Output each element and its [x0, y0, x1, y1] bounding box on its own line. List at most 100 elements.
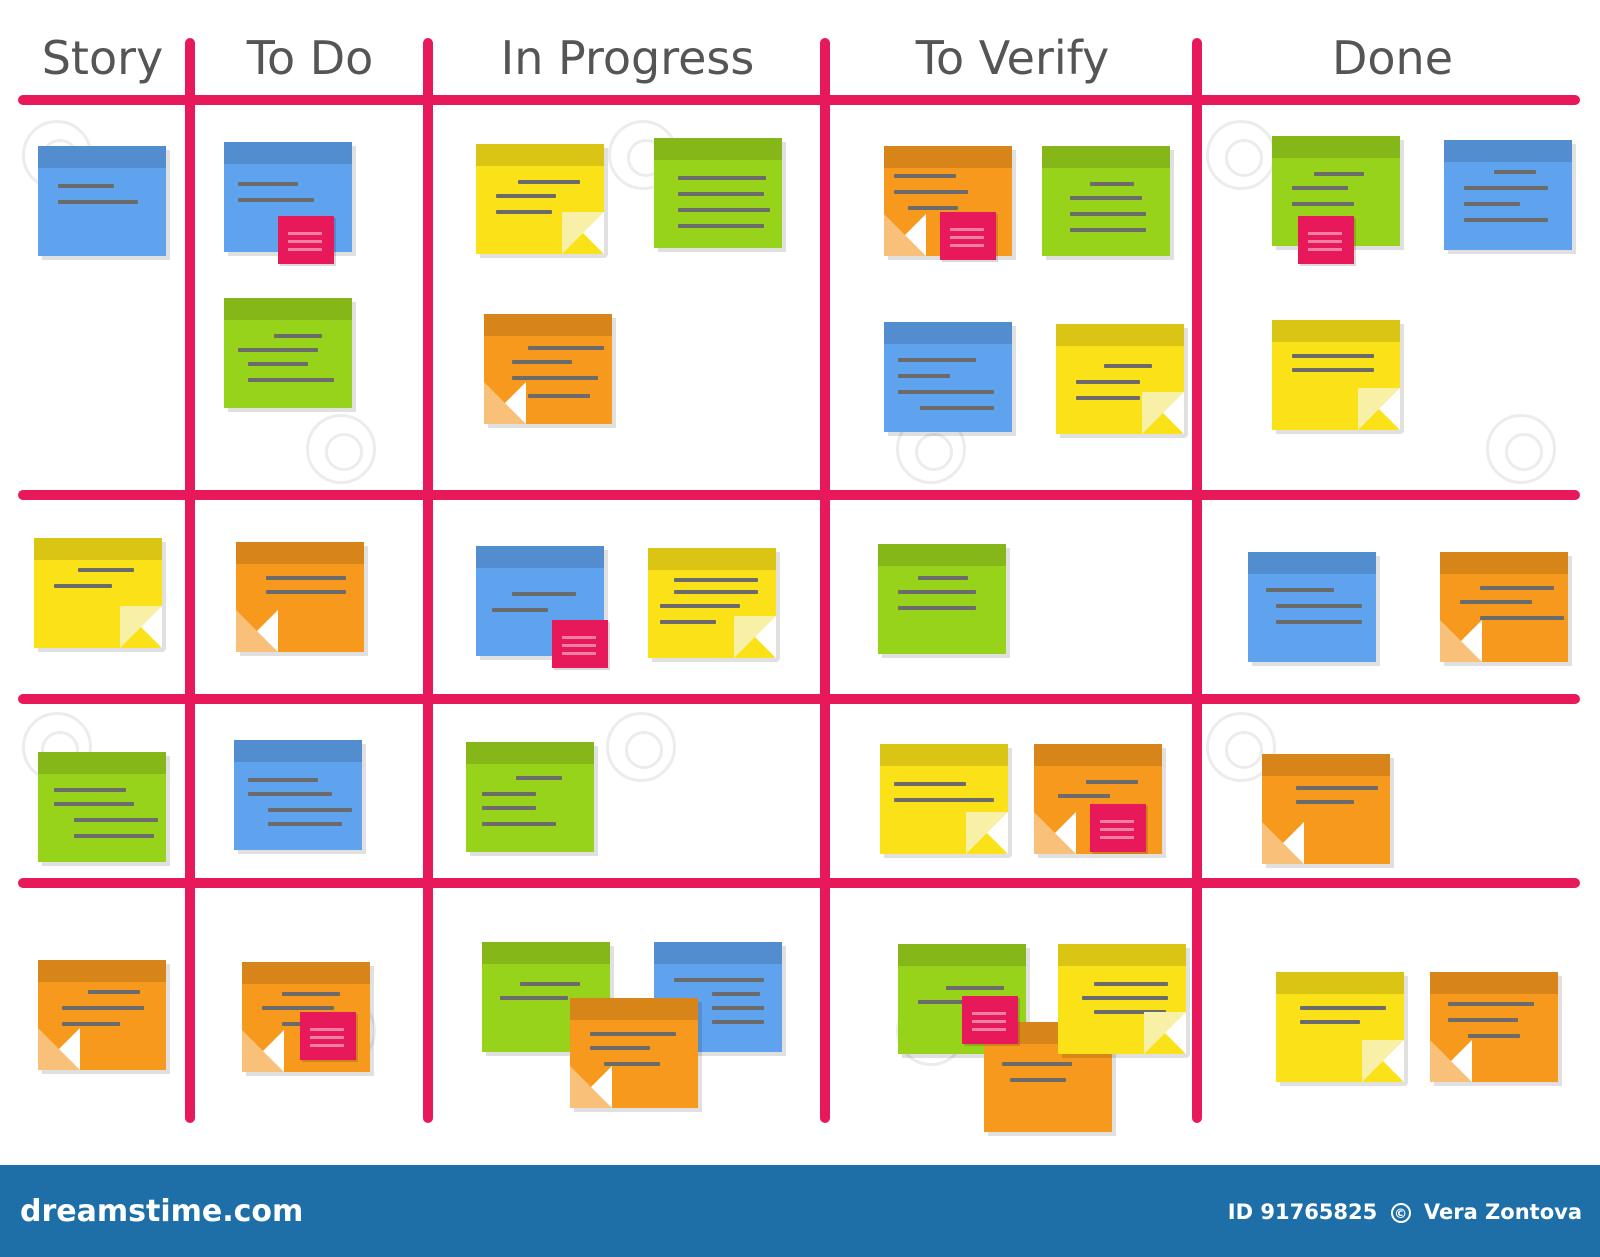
column-header-to-do: To Do	[246, 31, 374, 85]
column-divider-4	[1192, 38, 1202, 1123]
note-curl-flap	[1430, 1040, 1472, 1082]
sticky-note-blue[interactable]	[38, 146, 166, 256]
sticky-tag-pink[interactable]	[552, 620, 608, 668]
sticky-note-blue[interactable]	[234, 740, 362, 850]
author-name: Vera Zontova	[1423, 1200, 1582, 1224]
note-text-line	[1002, 1062, 1072, 1066]
note-text-line	[1090, 182, 1134, 186]
sticky-note-green[interactable]	[224, 298, 352, 408]
note-text-line	[894, 798, 994, 802]
note-text-line	[496, 210, 552, 214]
note-header-band	[1440, 552, 1568, 574]
sticky-note-green[interactable]	[38, 752, 166, 862]
note-text-line	[908, 206, 958, 210]
sticky-note-yellow[interactable]	[1272, 320, 1400, 430]
sticky-note-orange[interactable]	[236, 542, 364, 652]
image-credit: ID 91765825 © Vera Zontova	[1228, 1189, 1582, 1235]
note-text-line	[512, 376, 598, 380]
brand-logo[interactable]: dreamstime.com	[20, 1194, 304, 1229]
sticky-note-yellow[interactable]	[880, 744, 1008, 854]
note-text-line	[1296, 786, 1378, 790]
sticky-note-blue[interactable]	[1248, 552, 1376, 662]
footer-bar: dreamstime.com ID 91765825 © Vera Zontov…	[0, 1165, 1600, 1257]
note-text-line	[898, 374, 950, 378]
sticky-note-orange[interactable]	[1262, 754, 1390, 864]
sticky-tag-pink[interactable]	[300, 1012, 356, 1060]
note-header-band	[654, 942, 782, 964]
column-divider-1	[185, 38, 195, 1123]
tag-text-line	[562, 644, 596, 647]
note-text-line	[712, 992, 760, 996]
column-header-in-progress: In Progress	[500, 31, 755, 85]
note-text-line	[898, 606, 976, 610]
note-curl-corner	[562, 212, 604, 254]
note-curl-corner	[1358, 388, 1400, 430]
note-text-line	[238, 182, 298, 186]
note-text-line	[238, 198, 314, 202]
sticky-note-green[interactable]	[466, 742, 594, 852]
sticky-note-yellow[interactable]	[1056, 324, 1184, 434]
sticky-note-orange[interactable]	[1430, 972, 1558, 1082]
sticky-note-orange[interactable]	[484, 314, 612, 424]
tag-text-line	[288, 248, 322, 251]
note-text-line	[1076, 380, 1140, 384]
sticky-note-orange[interactable]	[570, 998, 698, 1108]
sticky-note-yellow[interactable]	[476, 144, 604, 254]
sticky-note-orange[interactable]	[38, 960, 166, 1070]
note-text-line	[660, 604, 740, 608]
note-text-line	[266, 590, 346, 594]
column-header-story: Story	[41, 31, 164, 85]
note-text-line	[248, 778, 318, 782]
sticky-note-yellow[interactable]	[1058, 944, 1186, 1054]
note-text-line	[1070, 196, 1142, 200]
note-curl-corner	[120, 606, 162, 648]
note-header-band	[466, 742, 594, 764]
note-text-line	[894, 190, 968, 194]
note-text-line	[516, 776, 562, 780]
sticky-note-green[interactable]	[654, 138, 782, 248]
note-header-band	[242, 962, 370, 984]
note-curl-flap	[884, 214, 926, 256]
note-text-line	[1314, 172, 1364, 176]
note-header-band	[1272, 320, 1400, 342]
note-text-line	[282, 992, 340, 996]
sticky-tag-pink[interactable]	[962, 996, 1018, 1044]
sticky-note-blue[interactable]	[884, 322, 1012, 432]
note-curl-flap	[236, 610, 278, 652]
sticky-note-green[interactable]	[1042, 146, 1170, 256]
note-text-line	[274, 334, 322, 338]
note-header-band	[1058, 944, 1186, 966]
watermark-icon	[1206, 712, 1276, 782]
sticky-note-blue[interactable]	[1444, 140, 1572, 250]
note-text-line	[58, 200, 138, 204]
sticky-tag-pink[interactable]	[1090, 804, 1146, 852]
tag-text-line	[310, 1036, 344, 1039]
note-text-line	[1494, 170, 1536, 174]
sticky-note-green[interactable]	[878, 544, 1006, 654]
note-text-line	[1464, 202, 1520, 206]
sticky-note-yellow[interactable]	[34, 538, 162, 648]
note-text-line	[238, 348, 318, 352]
sticky-note-orange[interactable]	[1440, 552, 1568, 662]
tag-text-line	[950, 228, 984, 231]
note-header-band	[1276, 972, 1404, 994]
note-text-line	[54, 584, 112, 588]
tag-text-line	[1100, 836, 1134, 839]
watermark-icon	[1486, 414, 1556, 484]
note-text-line	[1296, 800, 1354, 804]
note-curl-flap	[120, 606, 162, 648]
note-text-line	[528, 346, 604, 350]
note-curl-flap	[1358, 388, 1400, 430]
watermark-icon	[1206, 120, 1276, 190]
sticky-note-yellow[interactable]	[648, 548, 776, 658]
note-header-band	[1444, 140, 1572, 162]
note-header-band	[482, 942, 610, 964]
note-text-line	[482, 822, 556, 826]
sticky-note-yellow[interactable]	[1276, 972, 1404, 1082]
note-text-line	[1058, 794, 1110, 798]
sticky-tag-pink[interactable]	[278, 216, 334, 264]
sticky-tag-pink[interactable]	[1298, 216, 1354, 264]
tag-text-line	[288, 240, 322, 243]
sticky-tag-pink[interactable]	[940, 212, 996, 260]
note-text-line	[248, 792, 332, 796]
